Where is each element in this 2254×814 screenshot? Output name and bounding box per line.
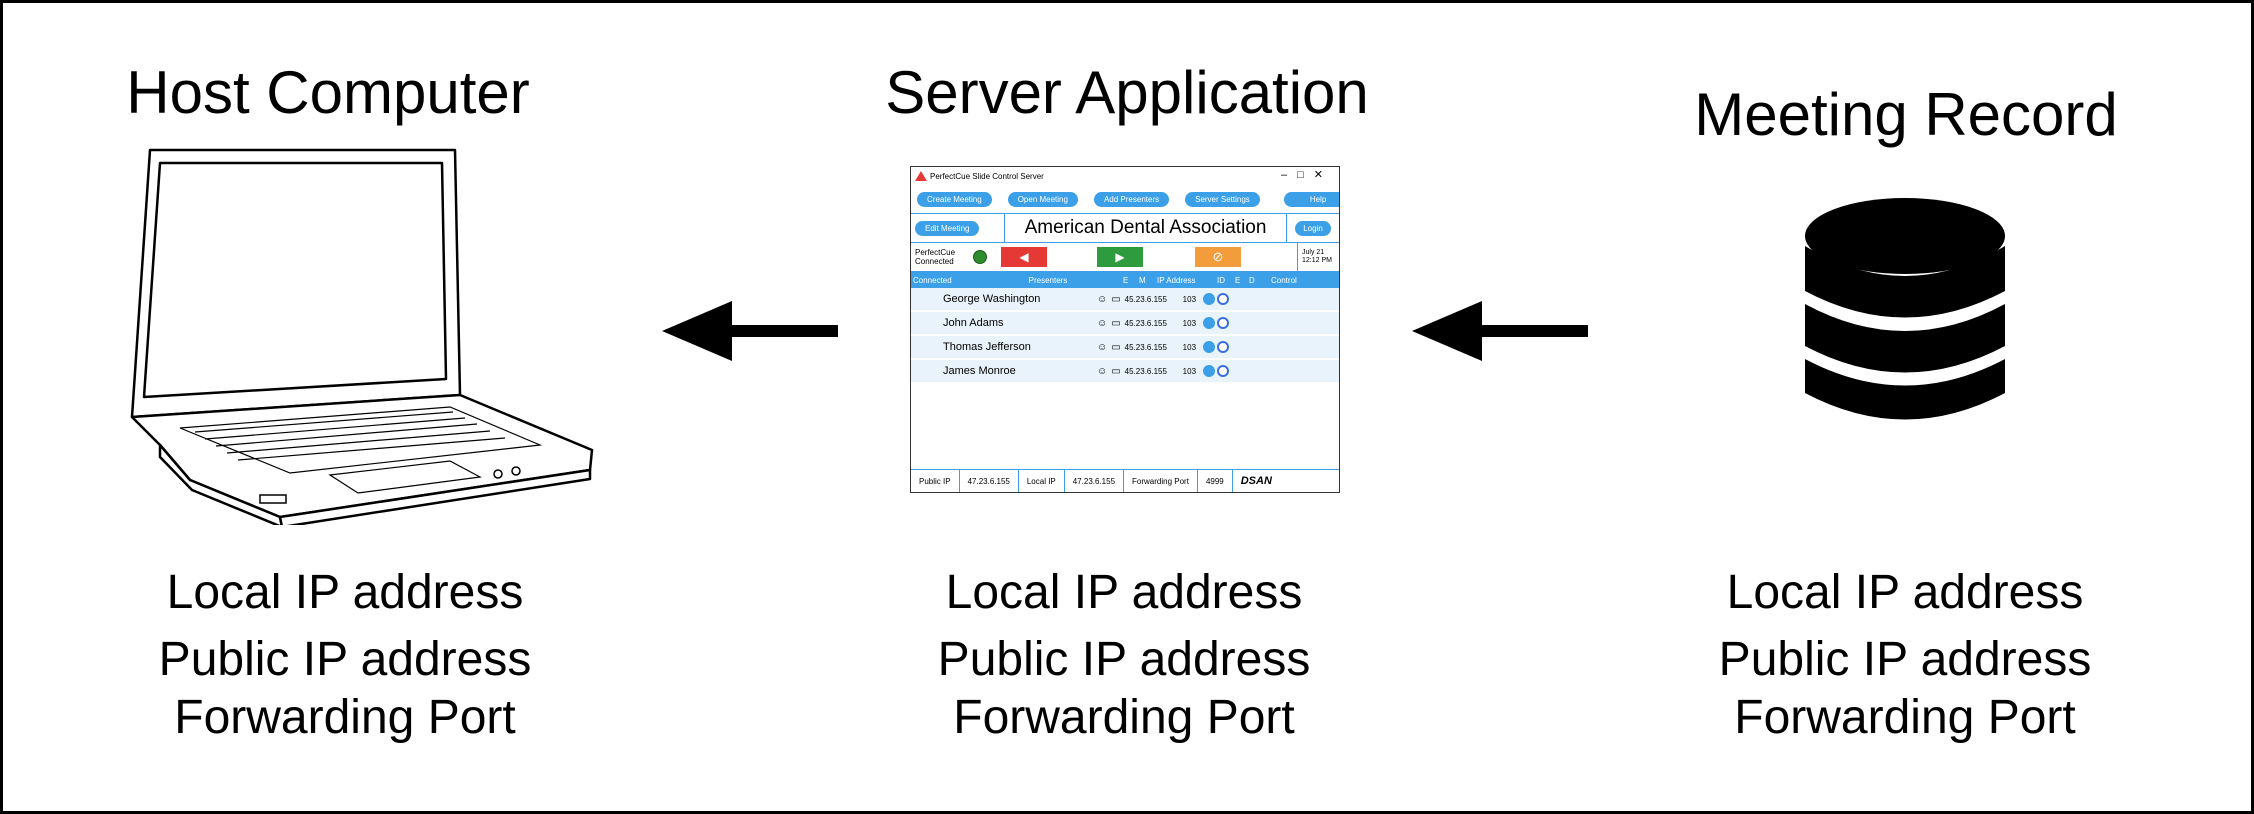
- open-meeting-button[interactable]: Open Meeting: [1007, 191, 1078, 207]
- message-icon[interactable]: ▭: [1111, 317, 1121, 329]
- header-presenters: Presenters: [1028, 275, 1068, 285]
- presenter-name: James Monroe: [943, 365, 1016, 377]
- host-local-ip-label: Local IP address: [166, 566, 524, 619]
- presenter-id: 103: [1182, 342, 1197, 352]
- app-logo-icon: [915, 171, 927, 181]
- help-button[interactable]: Help: [1283, 191, 1339, 207]
- presenter-ip: 45.23.6.155: [1124, 318, 1167, 328]
- edit-meeting-button[interactable]: Edit Meeting: [915, 220, 980, 236]
- previous-slide-button[interactable]: ◀: [1001, 247, 1047, 267]
- edit-icon[interactable]: [1202, 293, 1215, 305]
- record-public-ip-label: Public IP address: [1718, 633, 2092, 686]
- public-ip-label: Public IP: [911, 470, 960, 492]
- toolbar: Create Meeting Open Meeting Add Presente…: [911, 185, 1339, 213]
- forwarding-port-value: 4999: [1198, 470, 1233, 492]
- presenter-name: John Adams: [943, 317, 1004, 329]
- presenter-id: 103: [1182, 318, 1197, 328]
- server-local-ip-label: Local IP address: [945, 566, 1303, 619]
- add-presenters-button[interactable]: Add Presenters: [1093, 191, 1170, 207]
- title-bar: PerfectCue Slide Control Server –□✕: [911, 167, 1339, 185]
- header-connected: Connected: [913, 275, 952, 285]
- server-application-title: Server Application: [885, 59, 1369, 126]
- local-ip-label: Local IP: [1019, 470, 1065, 492]
- delete-icon[interactable]: [1216, 293, 1229, 305]
- delete-icon[interactable]: [1216, 365, 1229, 377]
- block-button[interactable]: ⊘: [1195, 247, 1241, 267]
- message-icon[interactable]: ▭: [1111, 365, 1121, 377]
- next-slide-button[interactable]: ▶: [1097, 247, 1143, 267]
- window-controls[interactable]: –□✕: [1281, 169, 1333, 181]
- header-control: Control: [1271, 275, 1297, 285]
- brand-logo: DSAN: [1240, 475, 1272, 487]
- header-ip-address: IP Address: [1157, 275, 1196, 285]
- server-public-ip-label: Public IP address: [937, 633, 1311, 686]
- host-computer-title: Host Computer: [126, 59, 530, 126]
- presenter-name: Thomas Jefferson: [943, 341, 1031, 353]
- server-app-window: PerfectCue Slide Control Server –□✕ Crea…: [910, 166, 1340, 493]
- organization-name: American Dental Association: [1024, 217, 1267, 238]
- presenter-icon: ☺: [1097, 293, 1108, 305]
- edit-icon[interactable]: [1202, 365, 1215, 377]
- database-icon: [1805, 198, 2005, 420]
- server-forwarding-port-label: Forwarding Port: [953, 691, 1295, 744]
- edit-icon[interactable]: [1202, 341, 1215, 353]
- presenter-icon: ☺: [1097, 317, 1108, 329]
- header-id: ID: [1217, 275, 1225, 285]
- header-e2: E: [1235, 275, 1241, 285]
- forwarding-port-label: Forwarding Port: [1124, 470, 1198, 492]
- presenter-name: George Washington: [943, 293, 1041, 305]
- header-d: D: [1249, 275, 1255, 285]
- arrow-left-icon: [662, 301, 838, 361]
- create-meeting-button[interactable]: Create Meeting: [917, 191, 992, 207]
- table-row[interactable]: James Monroe ☺ ▭ 45.23.6.155 103: [911, 360, 1339, 384]
- message-icon[interactable]: ▭: [1111, 341, 1121, 353]
- delete-icon[interactable]: [1216, 317, 1229, 329]
- status-footer: Public IP 47.23.6.155 Local IP 47.23.6.1…: [911, 469, 1339, 492]
- meeting-record-title: Meeting Record: [1694, 81, 2118, 148]
- message-icon[interactable]: ▭: [1111, 293, 1121, 305]
- login-button[interactable]: Login: [1295, 220, 1331, 236]
- header-e: E: [1123, 275, 1129, 285]
- meeting-row: Edit Meeting American Dental Association…: [911, 213, 1339, 243]
- local-ip-value: 47.23.6.155: [1065, 470, 1125, 492]
- presenter-id: 103: [1182, 294, 1197, 304]
- arrow-left-icon: [1412, 301, 1588, 361]
- presenter-ip: 45.23.6.155: [1124, 366, 1167, 376]
- public-ip-value: 47.23.6.155: [960, 470, 1019, 492]
- presenter-ip: 45.23.6.155: [1124, 342, 1167, 352]
- presenter-id: 103: [1182, 366, 1197, 376]
- record-local-ip-label: Local IP address: [1726, 566, 2084, 619]
- host-public-ip-label: Public IP address: [158, 633, 532, 686]
- presenter-icon: ☺: [1097, 365, 1108, 377]
- edit-icon[interactable]: [1202, 317, 1215, 329]
- window-title: PerfectCue Slide Control Server: [930, 171, 1044, 181]
- server-settings-button[interactable]: Server Settings: [1185, 191, 1260, 207]
- header-m: M: [1139, 275, 1146, 285]
- table-row[interactable]: George Washington ☺ ▭ 45.23.6.155 103: [911, 288, 1339, 312]
- table-row[interactable]: Thomas Jefferson ☺ ▭ 45.23.6.155 103: [911, 336, 1339, 360]
- status-indicator-icon: [973, 250, 987, 264]
- table-row[interactable]: John Adams ☺ ▭ 45.23.6.155 103: [911, 312, 1339, 336]
- delete-icon[interactable]: [1216, 341, 1229, 353]
- laptop-icon: [130, 148, 594, 525]
- record-forwarding-port-label: Forwarding Port: [1734, 691, 2076, 744]
- host-forwarding-port-label: Forwarding Port: [174, 691, 516, 744]
- table-header: Connected Presenters E M IP Address ID E…: [911, 272, 1339, 288]
- presenter-icon: ☺: [1097, 341, 1108, 353]
- presenter-ip: 45.23.6.155: [1124, 294, 1167, 304]
